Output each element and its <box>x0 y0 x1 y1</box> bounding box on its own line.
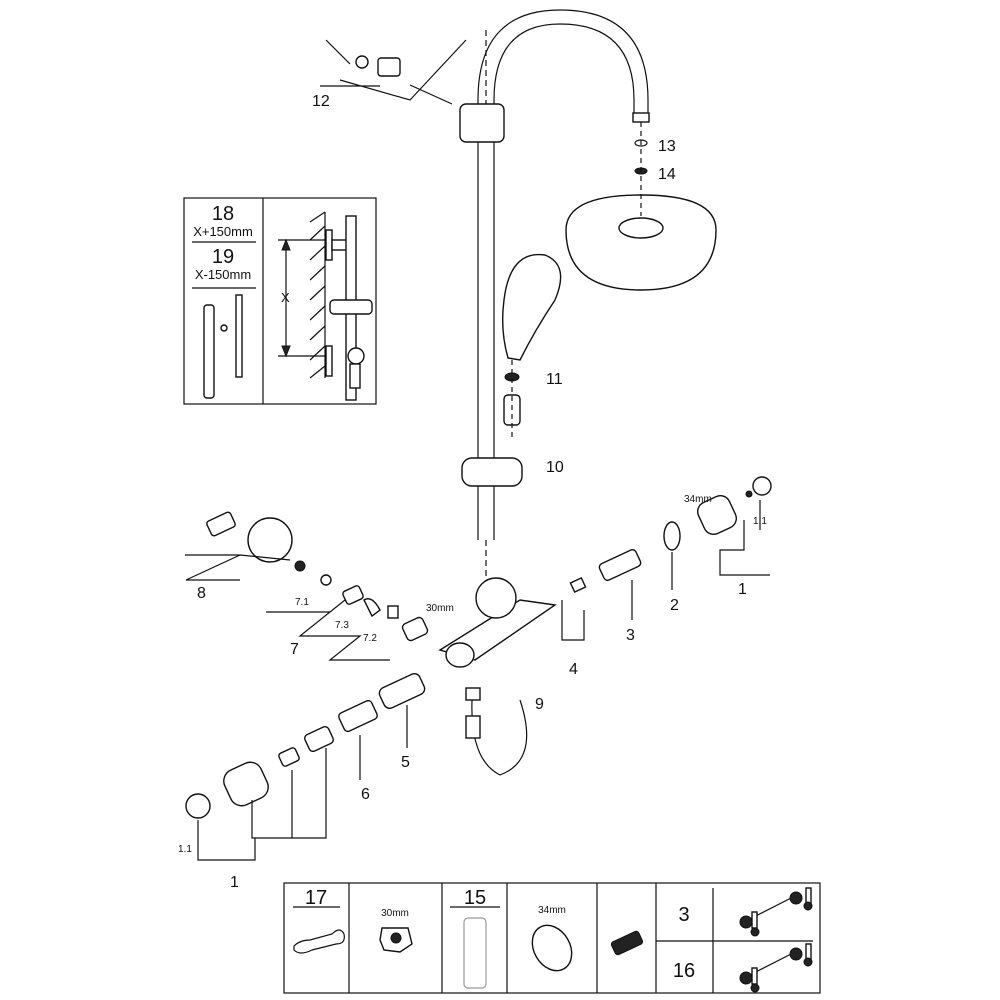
callout-1-right: 1 <box>738 581 747 598</box>
inset-dimension-x: X <box>281 290 290 305</box>
callout-13: 13 <box>658 138 676 155</box>
callout-1-1-right: 1.1 <box>753 516 767 527</box>
callout-6: 6 <box>361 786 370 803</box>
ring-size-label: 34mm <box>538 905 566 916</box>
callout-7-1: 7.1 <box>295 597 309 608</box>
cartridge-part-16: 16 <box>673 960 695 982</box>
hand-shower <box>461 253 562 487</box>
wrench-part-number: 17 <box>305 887 327 909</box>
inset-part-19-length: X-150mm <box>195 267 251 282</box>
callout-12: 12 <box>312 93 330 110</box>
callout-8: 8 <box>197 585 206 602</box>
riser-length-inset: 18 X+150mm 19 X-150mm X <box>183 197 377 405</box>
inset-part-19: 19 <box>212 246 234 268</box>
callout-4: 4 <box>569 661 578 678</box>
thermostat-body <box>438 577 557 776</box>
callout-11: 11 <box>546 371 563 388</box>
callout-1-left: 1 <box>230 874 239 891</box>
callout-5: 5 <box>401 754 410 771</box>
callout-34mm: 34mm <box>684 494 712 505</box>
callout-10: 10 <box>546 459 564 476</box>
right-handle-parts <box>561 476 772 641</box>
nut-size-label: 30mm <box>381 908 409 919</box>
cartridge-part-3: 3 <box>678 904 689 926</box>
callout-9: 9 <box>535 696 544 713</box>
shower-riser <box>459 9 650 590</box>
callout-3: 3 <box>626 627 635 644</box>
tool-part-number: 15 <box>464 887 486 909</box>
callout-7-2: 7.2 <box>363 633 377 644</box>
head-shower <box>565 122 717 291</box>
callout-7-3: 7.3 <box>335 620 349 631</box>
inset-part-18-length: X+150mm <box>193 224 253 239</box>
callout-labels: 12 13 14 11 10 34mm 1.1 1 2 3 4 30mm 8 7… <box>178 93 767 891</box>
thermometer-icon <box>739 887 813 993</box>
callout-2: 2 <box>670 597 679 614</box>
callout-14: 14 <box>658 166 676 183</box>
left-parts <box>185 511 429 861</box>
callout-1-1-left: 1.1 <box>178 844 192 855</box>
callout-30mm: 30mm <box>426 603 454 614</box>
accessories-table: 17 30mm 15 34mm 3 16 <box>283 882 821 994</box>
inset-part-18: 18 <box>212 203 234 225</box>
wall-bracket-parts <box>320 39 467 105</box>
callout-7: 7 <box>290 641 299 658</box>
